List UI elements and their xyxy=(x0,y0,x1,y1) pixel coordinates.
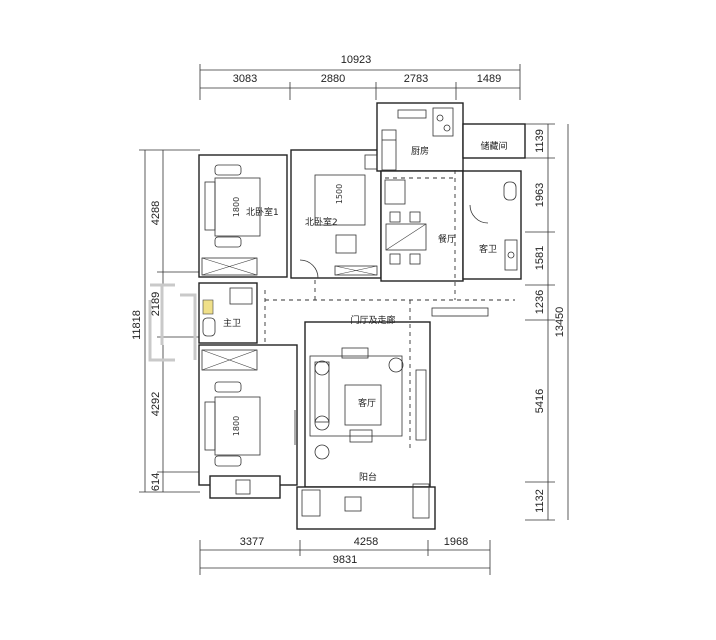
left-dimension-chain: 11818 4288 2189 4292 614 xyxy=(131,149,200,493)
room-guest-bath: 客卫 xyxy=(479,243,497,255)
entry-door xyxy=(431,307,489,317)
bottom-dimension-chain: 3377 4258 1968 9831 xyxy=(199,536,491,575)
bedroom-1-furniture: 1800 北卧室1 xyxy=(201,164,279,276)
wall-bay-window xyxy=(209,475,281,499)
room-living: 客厅 xyxy=(358,397,376,409)
right-segment-2: 1963 xyxy=(534,183,546,207)
room-storage: 储藏间 xyxy=(480,140,507,152)
bottom-segment-2: 4258 xyxy=(354,536,378,548)
bedroom-3-furniture: 1800 xyxy=(201,349,296,495)
wall-kitchen xyxy=(376,102,464,172)
wall-storage xyxy=(462,123,526,159)
room-kitchen: 厨房 xyxy=(411,145,429,157)
bed-1-size: 1800 xyxy=(232,197,241,217)
room-north-bedroom-2: 北卧室2 xyxy=(305,216,338,228)
right-dimension-chain: 1139 1963 1581 1236 5416 1132 13450 xyxy=(525,123,569,521)
wall-balcony xyxy=(296,486,436,530)
room-balcony: 阳台 xyxy=(359,471,377,483)
top-segment-1: 3083 xyxy=(233,73,257,85)
top-dimension-chain: 10923 3083 2880 2783 1489 xyxy=(199,54,521,100)
bed-2-size: 1500 xyxy=(335,184,344,204)
top-segment-3: 2783 xyxy=(404,73,428,85)
wall-living xyxy=(304,321,431,488)
top-segment-4: 1489 xyxy=(477,73,501,85)
kitchen-furniture: 厨房 xyxy=(381,107,454,171)
left-segment-1: 4288 xyxy=(150,201,162,225)
balcony-area: 阳台 xyxy=(301,471,430,519)
room-north-bedroom-1: 北卧室1 xyxy=(246,206,279,218)
top-total-dimension: 10923 xyxy=(341,54,372,66)
right-segment-3: 1581 xyxy=(534,246,546,270)
bottom-segment-1: 3377 xyxy=(240,536,264,548)
wall-guest-bath xyxy=(462,170,522,280)
right-segment-1: 1139 xyxy=(534,129,546,153)
room-dining: 餐厅 xyxy=(438,233,456,245)
left-segment-4: 614 xyxy=(150,473,162,491)
room-entry-corridor: 门厅及走廊 xyxy=(350,314,395,326)
living-room-furniture: 门厅及走廊 客厅 xyxy=(309,314,427,460)
wall-bedroom-2 xyxy=(290,149,382,279)
storage-and-guest-bath: 储藏间 客卫 xyxy=(469,140,518,271)
master-bath-fixtures: 主卫 xyxy=(202,287,253,337)
dining-furniture: 餐厅 xyxy=(384,179,456,265)
zone-dividers xyxy=(264,170,515,450)
right-segment-5: 5416 xyxy=(534,389,546,413)
bed-3-size: 1800 xyxy=(232,416,241,436)
wall-dining xyxy=(380,170,464,282)
left-segment-3: 4292 xyxy=(150,392,162,416)
right-segment-4: 1236 xyxy=(534,290,546,314)
right-total-dimension: 13450 xyxy=(554,307,566,338)
bedroom-2-furniture: 1500 北卧室2 xyxy=(299,154,378,279)
left-total-dimension: 11818 xyxy=(131,310,143,340)
room-master-bath: 主卫 xyxy=(223,317,241,329)
bottom-total-dimension: 9831 xyxy=(333,554,357,566)
watermark-logo xyxy=(148,283,197,362)
wall-bedroom-1 xyxy=(198,154,288,278)
top-segment-2: 2880 xyxy=(321,73,345,85)
bottom-segment-3: 1968 xyxy=(444,536,468,548)
left-segment-2: 2189 xyxy=(150,292,162,316)
right-segment-6: 1132 xyxy=(534,489,546,513)
